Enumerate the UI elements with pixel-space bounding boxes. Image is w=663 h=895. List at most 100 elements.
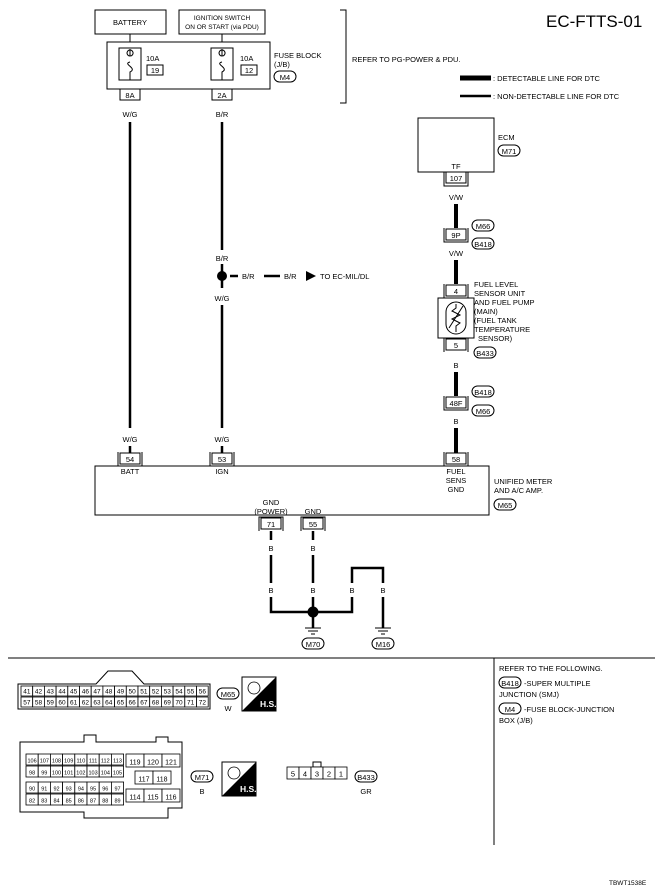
fuse1-term-box	[119, 88, 141, 101]
connector-pin-number: 109	[64, 759, 73, 765]
connector-pin-number: 45	[70, 689, 78, 696]
connector-pin-number: 89	[114, 799, 120, 805]
connector-pin-number: 102	[76, 771, 85, 777]
connector-pin-number: 117	[138, 777, 149, 784]
meter-pin-ign: 53	[218, 455, 226, 464]
sensor-connector-oval	[473, 346, 497, 359]
footer-code: TBWT1538E	[609, 880, 647, 887]
connector-pin-number: 83	[41, 799, 47, 805]
sensor-line-4: (MAIN)	[474, 307, 498, 316]
connector-pin-cell	[196, 685, 209, 697]
fuse2-term: 2A	[217, 91, 226, 100]
junction2-pin: 48F	[450, 399, 463, 408]
m65-connector-face	[17, 670, 211, 710]
junction2-bracket	[443, 396, 469, 411]
gnd-pin2-box	[302, 517, 324, 530]
connector-pin-number: 59	[47, 700, 55, 707]
connector-pin-number: 108	[52, 759, 61, 765]
connector-pin-number: 67	[140, 700, 148, 707]
junction2-conn-a-oval	[471, 385, 495, 398]
wire-label-wg-1: W/G	[123, 110, 138, 119]
arrow-right-icon	[306, 271, 316, 281]
gnd-wire1-label1: B	[268, 544, 273, 553]
connector-pin-number: 120	[147, 760, 159, 767]
hs-label-1: H.S.	[260, 699, 277, 709]
gnd-m16-label: B	[380, 586, 385, 595]
connector-pin-number: 63	[93, 700, 101, 707]
connector-pin-cell	[111, 781, 125, 794]
connector-pin-cell	[111, 793, 125, 806]
meter-box	[94, 465, 490, 516]
connector-pin-number: 96	[102, 787, 108, 793]
refer-following-title: REFER TO THE FOLLOWING.	[499, 664, 603, 673]
sensor-pin-bottom-box	[445, 338, 467, 351]
harness-icon-2	[227, 766, 241, 780]
fuse2-amp: 10A	[240, 54, 253, 63]
ground-m70: M70	[306, 640, 321, 649]
fuse-block-label: FUSE BLOCK	[274, 51, 322, 60]
fuse2-num-box	[240, 64, 258, 76]
connector-pin-number: 62	[82, 700, 90, 707]
connector-pin-number: 111	[89, 759, 97, 765]
connector-pin-number: 105	[113, 771, 122, 777]
battery-label: BATTERY	[113, 18, 147, 27]
connector-pin-number: 119	[129, 760, 140, 767]
ignition-label-2: ON OR START (via PDU)	[185, 24, 259, 31]
connector-pin-number: 44	[58, 689, 66, 696]
refer-m4-code: M4	[505, 705, 515, 714]
ecm-label: ECM	[498, 133, 515, 142]
sensor-line-7: SENSOR)	[478, 334, 513, 343]
connector-pin-number: 72	[199, 700, 207, 707]
ecm-connector-oval	[497, 144, 521, 157]
connector-pin-number: 84	[53, 799, 59, 805]
connector-pin-number: 55	[187, 689, 195, 696]
connector-pin-cell	[152, 770, 172, 785]
junction2-conn-b: M66	[476, 407, 491, 416]
connector-pin-number: 114	[129, 795, 140, 802]
connector-pin-number: 107	[40, 759, 49, 765]
connector-pin-number: 50	[129, 689, 137, 696]
gnd-pin1-name1: GND	[263, 498, 280, 507]
refer-m4-oval	[498, 702, 522, 715]
connector-pin-number: 82	[29, 799, 35, 805]
meter-pin-batt-name: BATT	[121, 467, 140, 476]
connector-pin-cell	[111, 765, 125, 778]
connector-pin-number: 92	[53, 787, 59, 793]
connector-pin-number: 41	[23, 689, 31, 696]
connector-pin-number: 86	[78, 799, 84, 805]
meter-pin-ign-name: IGN	[215, 467, 228, 476]
gnd-wire1-bottom	[269, 597, 313, 614]
legend-detectable: : DETECTABLE LINE FOR DTC	[493, 74, 601, 83]
junction2-pin-box	[445, 396, 467, 409]
connector-pin-number: 5	[291, 770, 295, 779]
ecm-connector: M71	[502, 147, 517, 156]
connector-pin-number: 53	[164, 689, 172, 696]
ignition-box	[178, 9, 266, 35]
meter-pin-batt-box	[119, 452, 141, 465]
refer-bracket	[340, 9, 347, 104]
junction1-pin: 9P	[451, 231, 460, 240]
ecm-pin: 107	[450, 174, 463, 183]
hs-triangle-1	[242, 677, 276, 711]
connector-pin-number: 48	[105, 689, 113, 696]
connector-pin-cell	[161, 753, 181, 768]
sensor-pin-top-box	[445, 284, 467, 297]
connector-pin-number: 42	[35, 689, 43, 696]
sensor-line-2: SENSOR UNIT	[474, 289, 526, 298]
m65-color: W	[224, 704, 232, 713]
ecm-pin-box	[445, 171, 467, 184]
ecm-box	[417, 117, 495, 173]
refer-b418-text1: -SUPER MULTIPLE	[524, 679, 591, 688]
sensor-line-5: (FUEL TANK	[474, 316, 517, 325]
refer-b418-text2: JUNCTION (SMJ)	[499, 690, 559, 699]
connector-pin-cell	[196, 696, 209, 708]
refer-b418-oval	[498, 676, 522, 689]
gnd-branch-label: B	[349, 586, 354, 595]
wire-label-wg-batt: W/G	[123, 435, 138, 444]
meter-pin-batt: 54	[126, 455, 134, 464]
connector-pin-cell	[334, 766, 348, 780]
gnd-pin1-box	[260, 517, 282, 530]
